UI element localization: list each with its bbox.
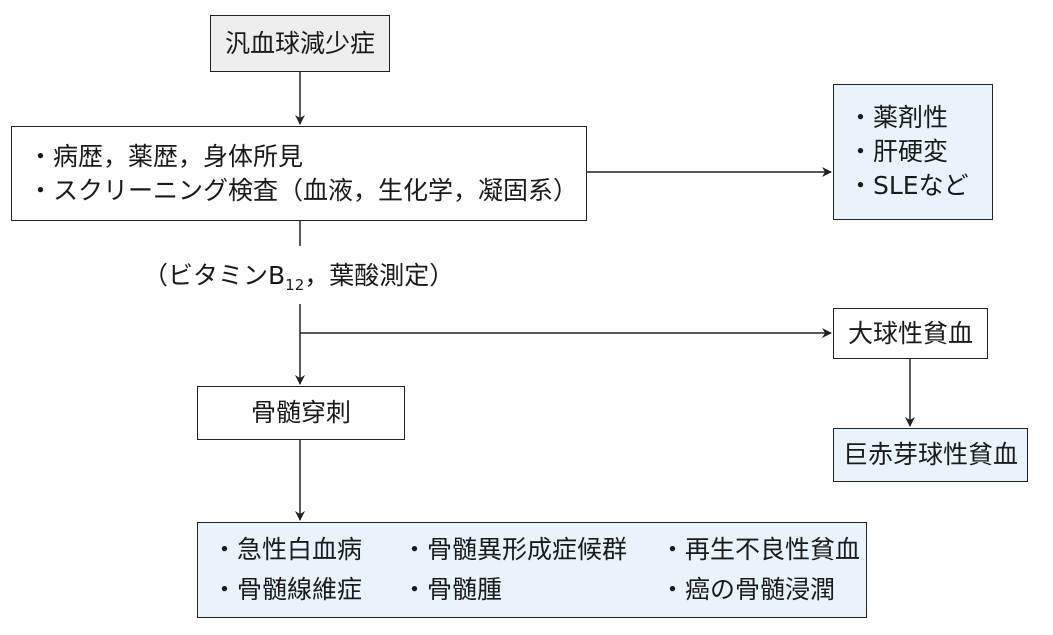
result-mds: ・骨髄異形成症候群 — [402, 535, 628, 565]
history-screening-box: ・病歴，薬歴，身体所見 ・スクリーニング検査（血液，生化学，凝固系） — [11, 126, 587, 221]
note-subscript: 12 — [285, 276, 305, 294]
cause-sle: ・SLEなど — [848, 170, 969, 200]
vitamin-folate-note: （ビタミンB12，葉酸測定） — [143, 256, 454, 294]
pancytopenia-label: 汎血球減少症 — [224, 28, 375, 58]
cause-cirrhosis: ・肝硬変 — [848, 137, 949, 167]
history-line-1: ・病歴，薬歴，身体所見 — [28, 141, 304, 171]
macrocytic-label: 大球性貧血 — [847, 318, 973, 348]
result-marrow-infiltration: ・癌の骨髄浸潤 — [660, 575, 836, 604]
result-aplastic-anemia: ・再生不良性貧血 — [660, 535, 861, 565]
history-line-2: ・スクリーニング検査（血液，生化学，凝固系） — [28, 175, 579, 205]
bone-marrow-results-box: ・急性白血病 ・骨髄異形成症候群 ・再生不良性貧血 ・骨髄線維症 ・骨髄腫 ・癌… — [197, 522, 867, 618]
megaloblastic-anemia-box: 巨赤芽球性貧血 — [833, 428, 1028, 482]
result-acute-leukemia: ・急性白血病 — [212, 535, 363, 565]
result-myelofibrosis: ・骨髄線維症 — [212, 575, 363, 604]
result-myeloma: ・骨髄腫 — [402, 575, 503, 604]
bone-marrow-aspiration-box: 骨髄穿刺 — [197, 386, 405, 440]
macrocytic-anemia-box: 大球性貧血 — [833, 308, 988, 359]
megaloblastic-label: 巨赤芽球性貧血 — [842, 440, 1018, 470]
cause-drug: ・薬剤性 — [848, 103, 949, 133]
results-grid: ・急性白血病 ・骨髄異形成症候群 ・再生不良性貧血 ・骨髄線維症 ・骨髄腫 ・癌… — [212, 533, 866, 607]
note-prefix: （ビタミンB — [143, 261, 286, 290]
note-suffix: ，葉酸測定） — [304, 261, 455, 290]
pancytopenia-box: 汎血球減少症 — [210, 15, 390, 72]
bone-marrow-label: 骨髄穿刺 — [250, 398, 351, 428]
secondary-causes-box: ・薬剤性 ・肝硬変 ・SLEなど — [833, 84, 993, 220]
